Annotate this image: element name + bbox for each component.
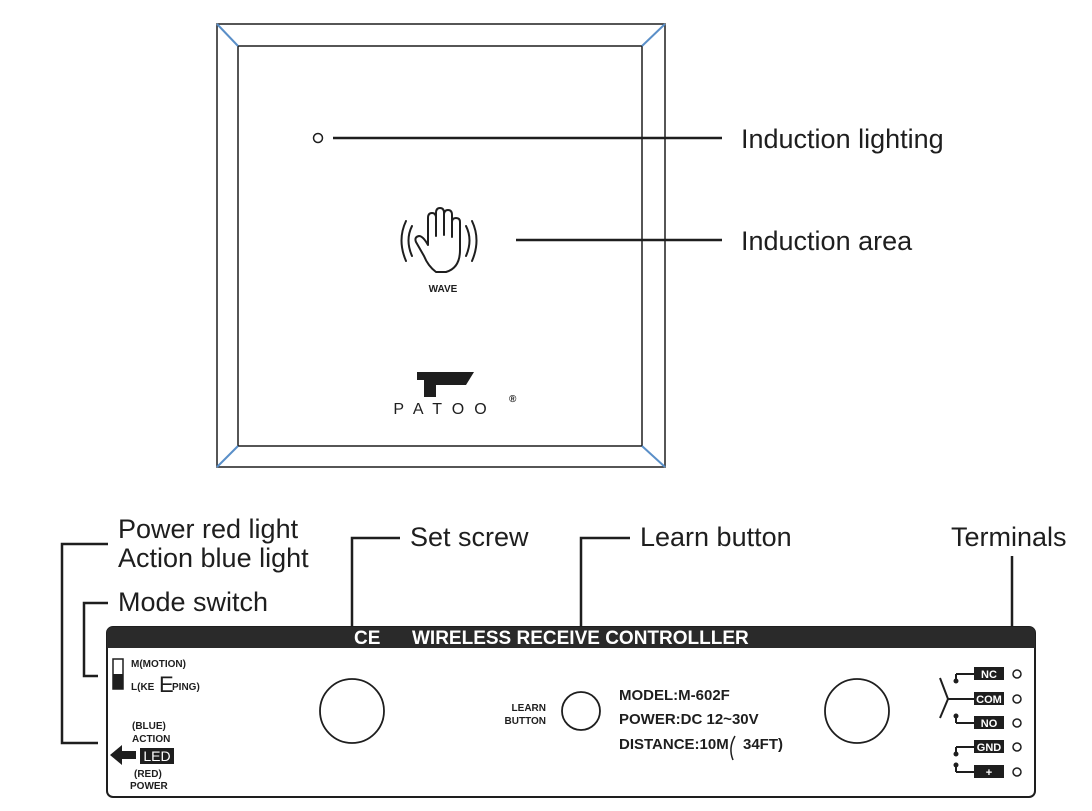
plus-node [953,762,959,768]
led-leader [60,542,108,745]
power-light-label-2: Action blue light [118,543,309,573]
set-screw-label: Set screw [410,522,529,552]
learn-label-1: LEARN [512,703,546,714]
led-action-label: ACTION [132,734,170,745]
distance-text-a: DISTANCE:10M [619,736,729,753]
terminal-com-box [974,692,1004,705]
mode-switch-knob [113,674,123,689]
led-power-label: POWER [130,781,169,792]
panel-corner-bevel [216,23,239,47]
terminal-nc-screw [1012,669,1022,679]
terminals-label: Terminals [951,522,1067,552]
wall-panel: WAVE PATOO ® [216,23,666,468]
mode-keeping-label-a: L(KE [131,682,155,693]
com-wire [939,698,949,719]
terminal-plus-box [974,765,1004,778]
no-node [953,713,959,719]
panel-corner-bevel [216,445,239,468]
led-indicator [140,748,174,764]
registered-mark: ® [509,394,517,405]
controller-title-bar [107,627,1035,648]
terminal-plus-screw [1012,767,1022,777]
learn-label-2: BUTTON [505,716,546,727]
terminal-nc-label: NC [981,669,997,681]
led-red-label: (RED) [134,769,162,780]
mode-motion-label: M(MOTION) [131,659,186,670]
terminal-gnd-box [974,740,1004,753]
controller-outline [106,626,1036,798]
induction-area-label: Induction area [741,226,913,256]
distance-text-b: 34FT) [743,736,783,753]
distance-bracket-stroke [730,735,736,761]
nc-node [953,678,959,684]
mode-switch-label: Mode switch [118,587,268,617]
panel-outer-frame [216,23,666,468]
terminal-no-box [974,716,1004,729]
controller-board: CE WIRELESS RECEIVE CONTROLLLER M(MOTION… [106,626,1036,798]
ce-mark: CE [354,628,380,649]
power-light-label-1: Power red light [118,514,299,544]
led-blue-label: (BLUE) [132,721,166,732]
learn-button [561,691,601,731]
mode-overlap-letter: E [159,672,174,697]
led-label: LED [143,748,170,764]
model-text: MODEL:M-602F [619,687,730,704]
mode-switch-leader [82,601,108,678]
panel-corner-bevel [641,23,666,47]
terminal-com-screw [1012,694,1022,704]
controller-title: WIRELESS RECEIVE CONTROLLLER [412,628,749,649]
learn-button-label: Learn button [640,522,792,552]
terminal-no-label: NO [981,718,998,730]
terminal-no-screw [1012,718,1022,728]
induction-lighting-label: Induction lighting [741,124,944,154]
power-spec-text: POWER:DC 12~30V [619,711,759,728]
terminal-gnd-screw [1012,742,1022,752]
terminal-com-label: COM [976,694,1002,706]
set-screw-hole [319,678,385,744]
indicator-light [312,132,324,144]
mode-keeping-label-b: PING) [172,682,200,693]
brand-wordmark: PATOO [393,401,496,418]
terminal-nc-box [974,667,1004,680]
panel-corner-bevel [641,445,666,468]
patoo-logo: PATOO ® [393,372,517,418]
terminal-plus-label: + [986,767,992,779]
panel-inner-frame [237,45,643,447]
right-screw-hole [824,678,890,744]
arrow-left-icon [110,745,136,765]
hand-wave-icon [400,207,478,273]
terminal-gnd-label: GND [977,742,1002,754]
gnd-node [953,751,959,757]
wave-label: WAVE [429,284,458,295]
terminal-block: NC COM NO GND + [939,667,1022,779]
